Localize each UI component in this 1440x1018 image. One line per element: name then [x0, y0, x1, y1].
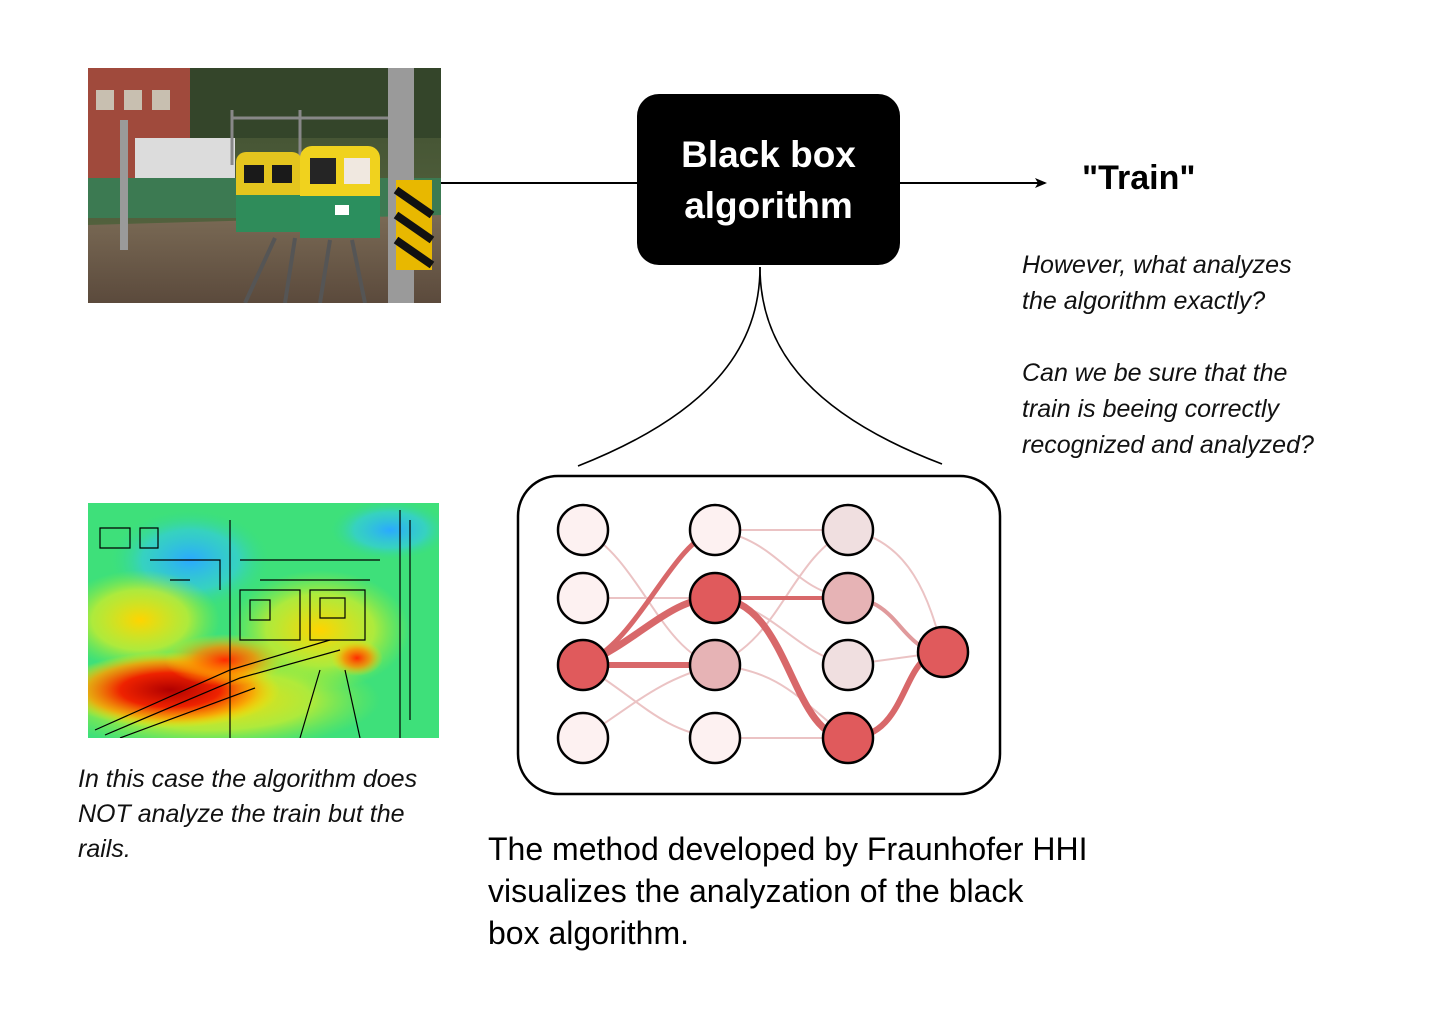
method-caption-line3: box algorithm. — [488, 915, 689, 951]
heatmap-caption-line2: NOT analyze the train but the — [78, 800, 405, 828]
node-l1-n3 — [556, 638, 610, 692]
question-recognition-line3: recognized and analyzed? — [1022, 431, 1314, 459]
heatmap-caption-line1: In this case the algorithm does — [78, 765, 418, 793]
question-analysis-line1: However, what analyzes — [1022, 251, 1292, 279]
node-l2-n2 — [688, 571, 742, 625]
zoom-curve-right — [759, 266, 943, 465]
node-l2-n3 — [688, 638, 742, 692]
method-caption-line1: The method developed by Fraunhofer HHI — [488, 831, 1088, 867]
node-l1-n4 — [556, 711, 610, 765]
train-photo — [88, 68, 441, 303]
network-nodes — [556, 503, 970, 765]
method-caption-line2: visualizes the analyzation of the black — [488, 873, 1024, 909]
node-l3-n1 — [821, 503, 875, 557]
method-caption: The method developed by Fraunhofer HHI v… — [488, 828, 1208, 954]
black-box-label-line2: algorithm — [684, 184, 853, 226]
node-l2-n4 — [688, 711, 742, 765]
zoom-curve-left — [577, 266, 761, 467]
node-l2-n1 — [688, 503, 742, 557]
black-box-label-line1: Black box — [681, 133, 856, 175]
output-label: "Train" — [1082, 159, 1196, 197]
question-recognition-line2: train is beeing correctly — [1022, 395, 1280, 423]
heatmap-image — [88, 503, 439, 738]
node-l3-n3 — [821, 638, 875, 692]
black-box-algorithm: Black box algorithm — [637, 94, 900, 265]
neural-network-panel — [516, 474, 1002, 796]
node-l3-n4 — [821, 711, 875, 765]
question-recognition: Can we be sure that the train is beeing … — [1022, 355, 1422, 463]
heatmap-caption-line3: rails. — [78, 835, 131, 863]
node-l1-n2 — [556, 571, 610, 625]
heatmap-caption: In this case the algorithm does NOT anal… — [78, 762, 498, 867]
question-recognition-line1: Can we be sure that the — [1022, 359, 1288, 387]
node-output — [916, 625, 970, 679]
question-analysis: However, what analyzes the algorithm exa… — [1022, 247, 1422, 319]
node-l1-n1 — [556, 503, 610, 557]
question-analysis-line2: the algorithm exactly? — [1022, 287, 1266, 315]
node-l3-n2 — [821, 571, 875, 625]
